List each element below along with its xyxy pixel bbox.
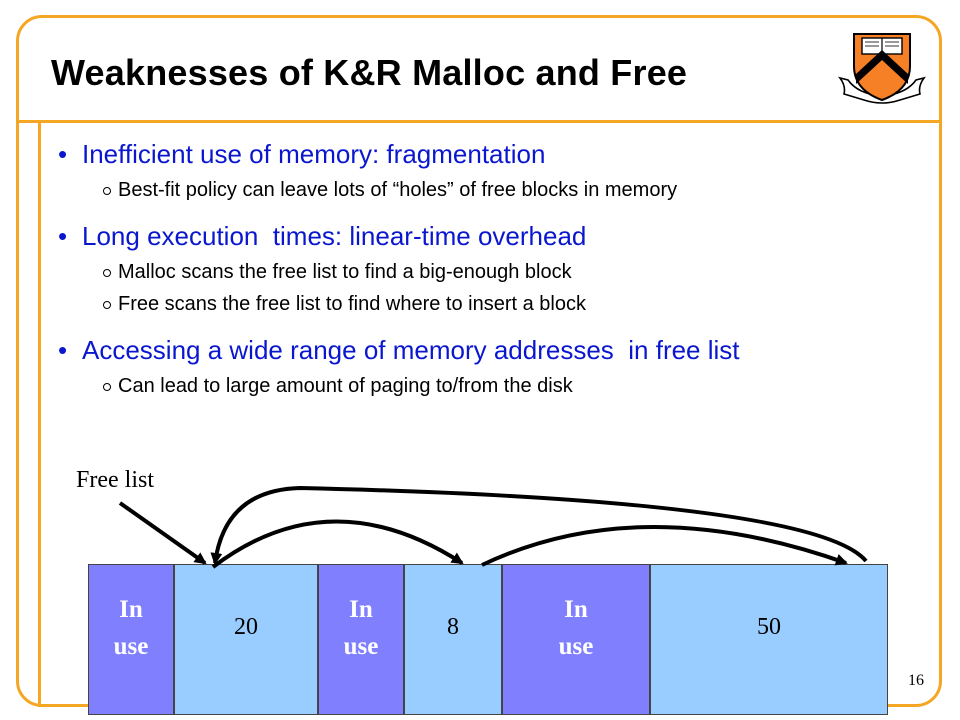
- bullet-text: Inefficient use of memory: fragmentation: [82, 139, 546, 169]
- title-divider: [16, 120, 942, 123]
- ring-bullet-icon: [103, 383, 111, 391]
- princeton-shield-icon: [838, 33, 926, 104]
- free-list-label: Free list: [76, 467, 154, 493]
- memory-block-in-use: In use: [88, 564, 174, 715]
- memory-block-in-use: In use: [502, 564, 650, 715]
- bullet-text: Long execution times: linear-time overhe…: [82, 221, 587, 251]
- ring-bullet-icon: [103, 269, 111, 277]
- bullet-item: • Accessing a wide range of memory addre…: [58, 334, 928, 366]
- free-list-pointer-arrow: [118, 501, 207, 565]
- memory-block-free: 8: [404, 564, 502, 715]
- next-pointer-arrow: [211, 519, 464, 569]
- memory-block-free: 20: [174, 564, 318, 715]
- sub-bullet-text: Best-fit policy can leave lots of “holes…: [118, 179, 678, 201]
- block-label: In: [349, 595, 373, 623]
- bullet-text: Accessing a wide range of memory address…: [82, 335, 740, 365]
- bullet-dot-icon: •: [58, 221, 68, 251]
- bullet-list: • Inefficient use of memory: fragmentati…: [58, 138, 928, 398]
- memory-block-free: 50: [650, 564, 888, 715]
- sub-bullet-item: Can lead to large amount of paging to/fr…: [58, 374, 928, 398]
- wraparound-arrow: [210, 485, 868, 565]
- sub-bullet-text: Malloc scans the free list to find a big…: [118, 261, 572, 283]
- block-size: 50: [757, 614, 781, 640]
- block-size: 20: [234, 614, 258, 640]
- sub-bullet-item: Free scans the free list to find where t…: [58, 292, 928, 316]
- ring-bullet-icon: [103, 301, 111, 309]
- block-label: use: [113, 632, 149, 660]
- block-label: use: [558, 632, 594, 660]
- bullet-item: • Inefficient use of memory: fragmentati…: [58, 138, 928, 170]
- slide-number: 16: [908, 672, 924, 689]
- next-pointer-arrow: [481, 525, 848, 567]
- left-divider: [38, 120, 41, 707]
- bullet-item: • Long execution times: linear-time over…: [58, 220, 928, 252]
- sub-bullet-item: Malloc scans the free list to find a big…: [58, 260, 928, 284]
- sub-bullet-text: Can lead to large amount of paging to/fr…: [118, 375, 573, 397]
- ring-bullet-icon: [103, 187, 111, 195]
- block-label: In: [564, 595, 588, 623]
- block-size: 8: [447, 614, 459, 640]
- block-label: In: [119, 595, 143, 623]
- bullet-dot-icon: •: [58, 335, 68, 365]
- slide-title: Weaknesses of K&R Malloc and Free: [51, 52, 688, 93]
- sub-bullet-item: Best-fit policy can leave lots of “holes…: [58, 178, 928, 202]
- bullet-dot-icon: •: [58, 139, 68, 169]
- sub-bullet-text: Free scans the free list to find where t…: [118, 293, 586, 315]
- memory-block-in-use: In use: [318, 564, 404, 715]
- block-label: use: [343, 632, 379, 660]
